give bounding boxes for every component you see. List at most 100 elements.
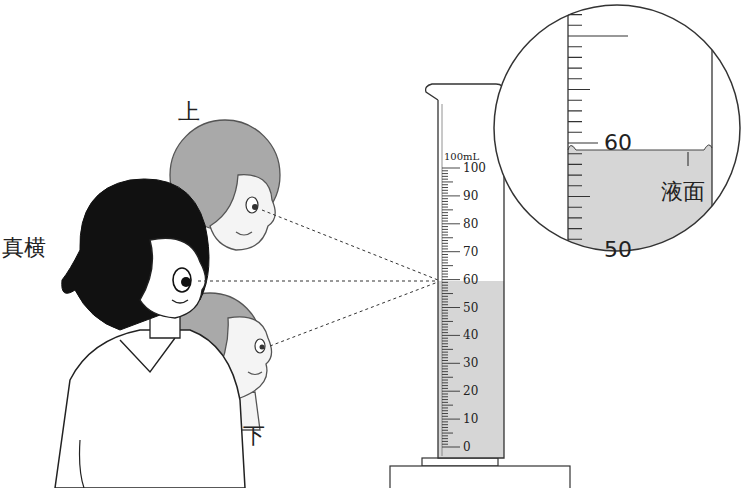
tick [568, 271, 582, 272]
tick [442, 332, 448, 333]
tick [442, 354, 448, 355]
tick [568, 57, 582, 58]
tick [442, 262, 448, 263]
tick [442, 399, 448, 400]
tick [442, 329, 448, 330]
tick [568, 89, 590, 90]
tick [442, 198, 448, 199]
tick [442, 413, 448, 414]
tick [568, 142, 598, 143]
tick [568, 25, 582, 26]
tick [442, 176, 448, 177]
tick [442, 190, 448, 191]
tick [568, 3, 582, 4]
tick [442, 396, 448, 397]
tick [442, 204, 448, 205]
tick [568, 217, 582, 218]
tick [442, 321, 453, 322]
magnifier-outline [494, 5, 740, 251]
sight-lines [198, 210, 438, 346]
scale-number: 0 [463, 441, 471, 453]
tick [442, 357, 448, 358]
tick [568, 239, 582, 240]
tick [442, 229, 448, 230]
tick [568, 228, 582, 229]
tick [442, 179, 448, 180]
scale-number: 50 [463, 302, 478, 314]
viewer-label: 真横 [2, 237, 46, 259]
tick [442, 366, 448, 367]
tick [442, 223, 460, 224]
tick [442, 232, 448, 233]
tick [442, 248, 448, 249]
tick [442, 282, 448, 283]
tick [568, 196, 590, 197]
tick [442, 260, 448, 261]
cylinder-wall [426, 84, 504, 458]
tick [442, 315, 448, 316]
tick [442, 313, 448, 314]
tick [568, 78, 582, 79]
tick [442, 416, 448, 417]
tick [442, 343, 448, 344]
viewer-label: 下 [243, 425, 265, 447]
tick [442, 382, 448, 383]
tick [568, 68, 582, 69]
tick [568, 260, 582, 261]
tick [442, 340, 448, 341]
tick [568, 175, 582, 176]
tick [442, 254, 448, 255]
liquid [438, 281, 504, 458]
tick [442, 246, 448, 247]
tick [442, 360, 448, 361]
scale-number: 60 [463, 274, 478, 286]
tick [442, 338, 448, 339]
tick [442, 290, 448, 291]
scale-number: 70 [463, 246, 478, 258]
capacity-mark: 100mL [444, 152, 479, 162]
tick [442, 349, 453, 350]
tick [442, 346, 448, 347]
magnified-number: 60 [604, 132, 632, 154]
tick [568, 110, 582, 111]
tick [442, 424, 448, 425]
tick [568, 164, 582, 165]
tick [442, 407, 448, 408]
tick [442, 352, 448, 353]
tick [442, 385, 448, 386]
tick [442, 173, 448, 174]
tick [442, 393, 448, 394]
tick [442, 388, 448, 389]
tick [442, 363, 460, 364]
tick [442, 243, 448, 244]
scale-number: 100 [463, 162, 486, 174]
tick [442, 218, 448, 219]
tick [442, 184, 448, 185]
tick [442, 304, 448, 305]
tick [442, 195, 460, 196]
scale-ticks [442, 168, 460, 447]
tick [442, 447, 460, 448]
tick [568, 35, 628, 36]
tick [442, 430, 448, 431]
tick [442, 168, 460, 169]
tick [442, 215, 448, 216]
cylinder-foot [422, 458, 498, 466]
tick [442, 405, 453, 406]
tick [442, 293, 453, 294]
tick [442, 391, 460, 392]
tick [442, 374, 448, 375]
tick [442, 335, 460, 336]
scale-number: 40 [463, 329, 478, 341]
surface-leader [687, 152, 688, 166]
tick [442, 221, 448, 222]
tick [442, 287, 448, 288]
tick [442, 268, 448, 269]
tick [442, 419, 460, 420]
tick [442, 237, 453, 238]
tick [442, 193, 448, 194]
tick [442, 368, 448, 369]
tick [442, 234, 448, 235]
scale-number: 80 [463, 218, 478, 230]
tick [568, 207, 582, 208]
